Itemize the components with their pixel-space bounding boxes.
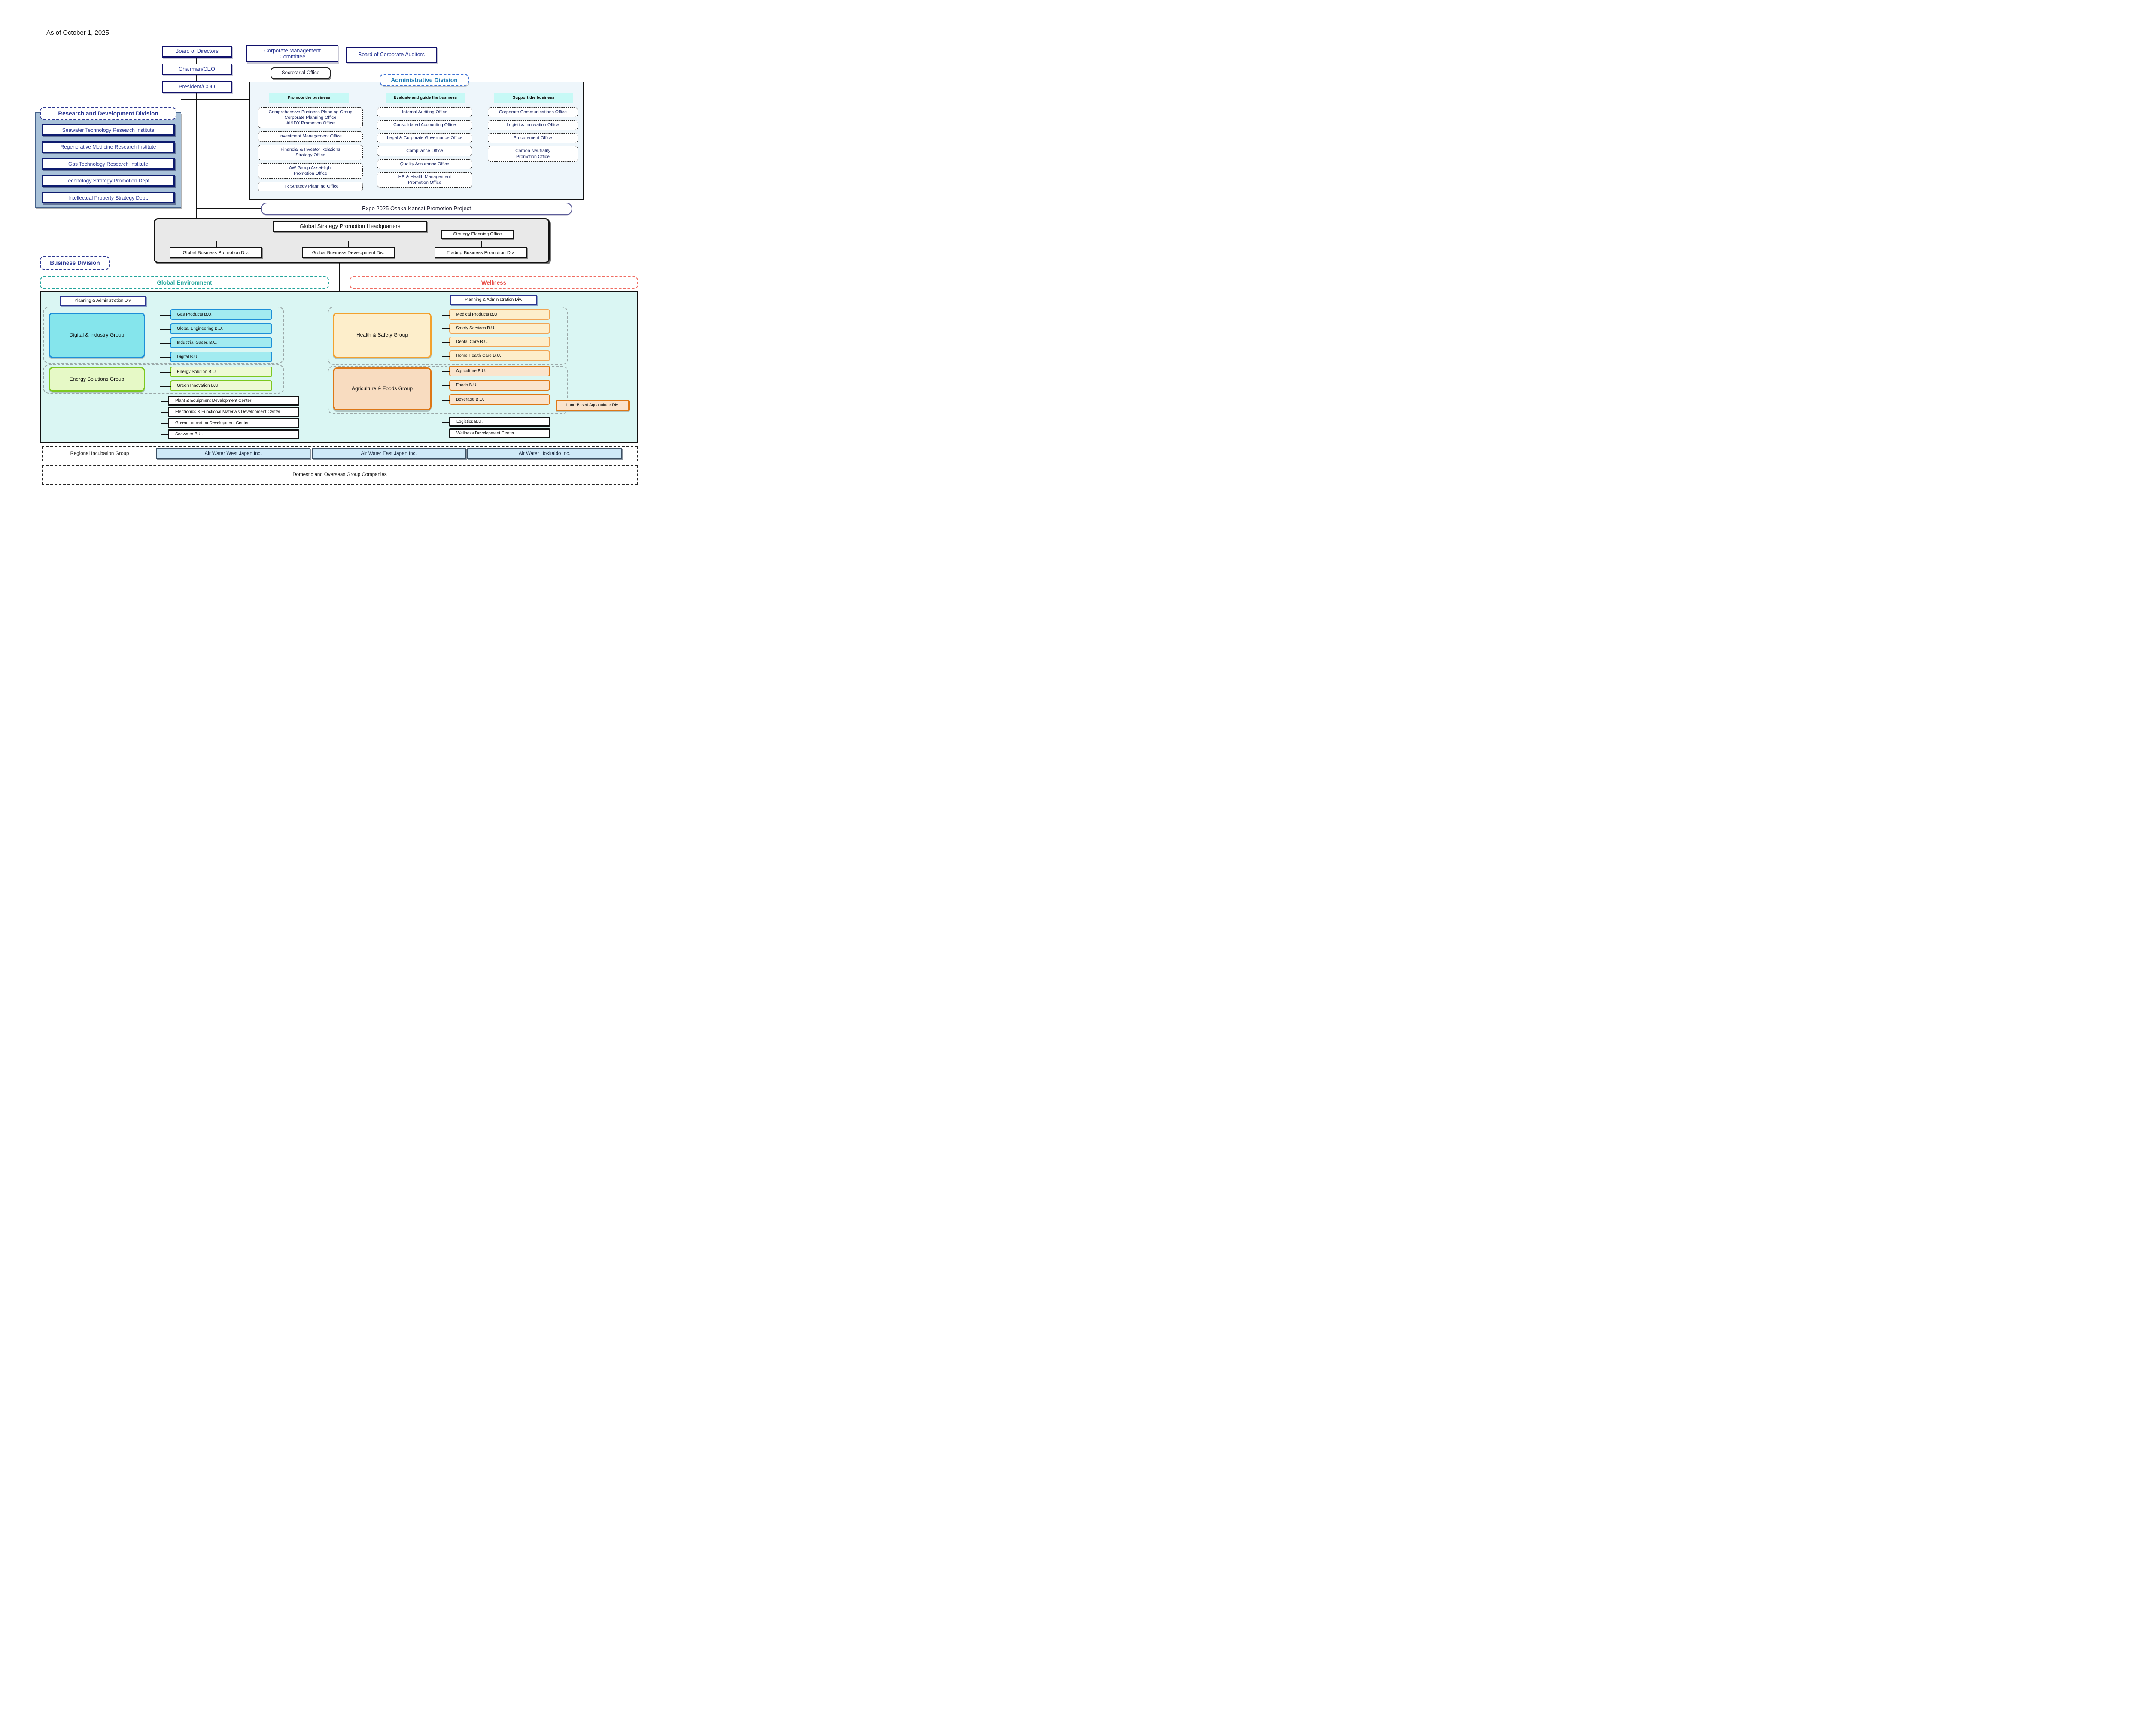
business-unit-box: Safety Services B.U. xyxy=(442,323,550,334)
energy-bu-list: Energy Solution B.U. Green Innovation B.U… xyxy=(160,367,272,391)
business-division-label: Business Division xyxy=(40,256,110,270)
digital-bu-list: Gas Products B.U. Global Engineering B.U.… xyxy=(160,309,272,362)
office-box: Compliance Office xyxy=(377,146,472,156)
health-subgroup-outline xyxy=(328,307,568,365)
office-box: Legal & Corporate Governance Office xyxy=(377,133,472,143)
connector-rnd-admin xyxy=(181,99,249,100)
administrative-division-title: Administrative Division xyxy=(380,74,469,86)
agriculture-foods-group-box: Agriculture & Foods Group xyxy=(333,367,432,410)
wellness-extra-list: Logistics B.U.Wellness Development Cente… xyxy=(442,417,550,438)
planning-admin-div-right: Planning & Administration Div. xyxy=(450,295,537,305)
connector-gs-to-business xyxy=(339,263,340,301)
gs-division-box: Global Business Promotion Div. xyxy=(170,241,262,258)
connector-trunk xyxy=(196,57,197,218)
business-unit-box: Global Engineering B.U. xyxy=(160,323,272,334)
development-center-box: Green Innovation Development Center xyxy=(161,418,299,428)
office-box: Internal Auditing Office xyxy=(377,107,472,118)
business-unit-box: Dental Care B.U. xyxy=(442,337,550,347)
business-unit-box: Beverage B.U. xyxy=(442,394,550,405)
business-unit-box: Wellness Development Center xyxy=(442,428,550,438)
president-coo-box: President/COO xyxy=(162,81,232,93)
business-unit-box: Industrial Gases B.U. xyxy=(160,337,272,348)
chip-promote: Promote the business xyxy=(269,93,349,103)
expo-project-box: Expo 2025 Osaka Kansai Promotion Project xyxy=(261,203,572,215)
office-box: Consolidated Accounting Office xyxy=(377,120,472,131)
connector-expo xyxy=(197,208,261,209)
energy-subgroup-outline xyxy=(43,364,284,394)
business-unit-box: Agriculture B.U. xyxy=(442,366,550,376)
rnd-division-title: Research and Development Division xyxy=(40,107,176,120)
office-box: Comprehensive Business Planning Group Co… xyxy=(258,107,363,129)
digital-industry-group-box: Digital & Industry Group xyxy=(49,313,145,358)
agri-subgroup-outline xyxy=(328,366,568,414)
office-box: Quality Assurance Office xyxy=(377,159,472,169)
administrative-division-container: Promote the business Evaluate and guide … xyxy=(249,82,584,200)
rnd-box: Regenerative Medicine Research Institute xyxy=(42,141,175,153)
office-box: Investment Management Office xyxy=(258,131,363,142)
business-unit-box: Logistics B.U. xyxy=(442,417,550,427)
office-box: HR Strategy Planning Office xyxy=(258,182,363,192)
business-unit-box: Medical Products B.U. xyxy=(442,309,550,320)
gs-divisions-row: Global Business Promotion Div. Global Bus… xyxy=(170,241,527,258)
gs-division-box: Trading Business Promotion Div. xyxy=(435,241,527,258)
development-center-box: Plant & Equipment Development Center xyxy=(161,396,299,406)
office-box: Corporate Communications Office xyxy=(488,107,578,118)
as-of-date: As of October 1, 2025 xyxy=(46,29,109,36)
business-unit-box: Gas Products B.U. xyxy=(160,309,272,320)
chip-support: Support the business xyxy=(494,93,573,103)
global-environment-header: Global Environment xyxy=(40,276,329,289)
strategy-planning-office-box: Strategy Planning Office xyxy=(441,230,514,239)
office-box: Financial & Investor Relations Strategy … xyxy=(258,144,363,160)
business-unit-box: Green Innovation B.U. xyxy=(160,380,272,391)
rnd-box: Seawater Technology Research Institute xyxy=(42,124,175,136)
digital-subgroup-outline xyxy=(43,307,284,364)
admin-promote-column: Comprehensive Business Planning Group Co… xyxy=(258,107,363,192)
office-box: Carbon Neutrality Promotion Office xyxy=(488,146,578,162)
group-company-box: Air Water West Japan Inc. xyxy=(156,448,310,459)
corporate-management-committee-box: Corporate Management Committee xyxy=(246,45,338,62)
secretarial-office-box: Secretarial Office xyxy=(271,67,331,79)
wellness-header: Wellness xyxy=(350,276,638,289)
group-company-box: Air Water Hokkaido Inc. xyxy=(467,448,622,459)
global-strategy-hq-box: Global Strategy Promotion Headquarters xyxy=(273,221,427,232)
business-unit-box: Energy Solution B.U. xyxy=(160,367,272,377)
health-safety-group-box: Health & Safety Group xyxy=(333,313,432,358)
group-company-box: Air Water East Japan Inc. xyxy=(311,448,466,459)
health-bu-list: Medical Products B.U. Safety Services B.U… xyxy=(442,309,550,361)
land-based-aquaculture-box: Land-Based Aquaculture Div. xyxy=(556,400,630,411)
development-center-box: Seawater B.U. xyxy=(161,429,299,439)
org-chart: As of October 1, 2025 Board of Directors… xyxy=(0,0,663,509)
domestic-overseas-row: Domestic and Overseas Group Companies xyxy=(42,465,638,485)
rnd-box: Gas Technology Research Institute xyxy=(42,158,175,170)
energy-solutions-group-box: Energy Solutions Group xyxy=(49,367,145,392)
planning-admin-div-left: Planning & Administration Div. xyxy=(60,296,146,306)
business-unit-box: Digital B.U. xyxy=(160,352,272,362)
business-unit-box: Home Health Care B.U. xyxy=(442,350,550,361)
business-unit-box: Foods B.U. xyxy=(442,380,550,391)
office-box: AW Group Asset-light Promotion Office xyxy=(258,163,363,179)
chip-evaluate: Evaluate and guide the business xyxy=(386,93,465,103)
agri-bu-list: Agriculture B.U. Foods B.U. Beverage B.U. xyxy=(442,366,550,405)
office-box: Procurement Office xyxy=(488,133,578,143)
office-box: HR & Health Management Promotion Office xyxy=(377,172,472,188)
rnd-box: Intellectual Property Strategy Dept. xyxy=(42,192,175,203)
gs-division-box: Global Business Development Div. xyxy=(302,241,395,258)
regional-incubation-label: Regional Incubation Group xyxy=(70,451,129,456)
rnd-box: Technology Strategy Promotion Dept. xyxy=(42,175,175,187)
board-of-directors-box: Board of Directors xyxy=(162,46,232,58)
development-center-box: Electronics & Functional Materials Devel… xyxy=(161,407,299,417)
company-row: Air Water West Japan Inc.Air Water East … xyxy=(156,448,622,459)
board-of-corporate-auditors-box: Board of Corporate Auditors xyxy=(346,47,437,63)
chairman-ceo-box: Chairman/CEO xyxy=(162,64,232,75)
office-box: Logistics Innovation Office xyxy=(488,120,578,131)
